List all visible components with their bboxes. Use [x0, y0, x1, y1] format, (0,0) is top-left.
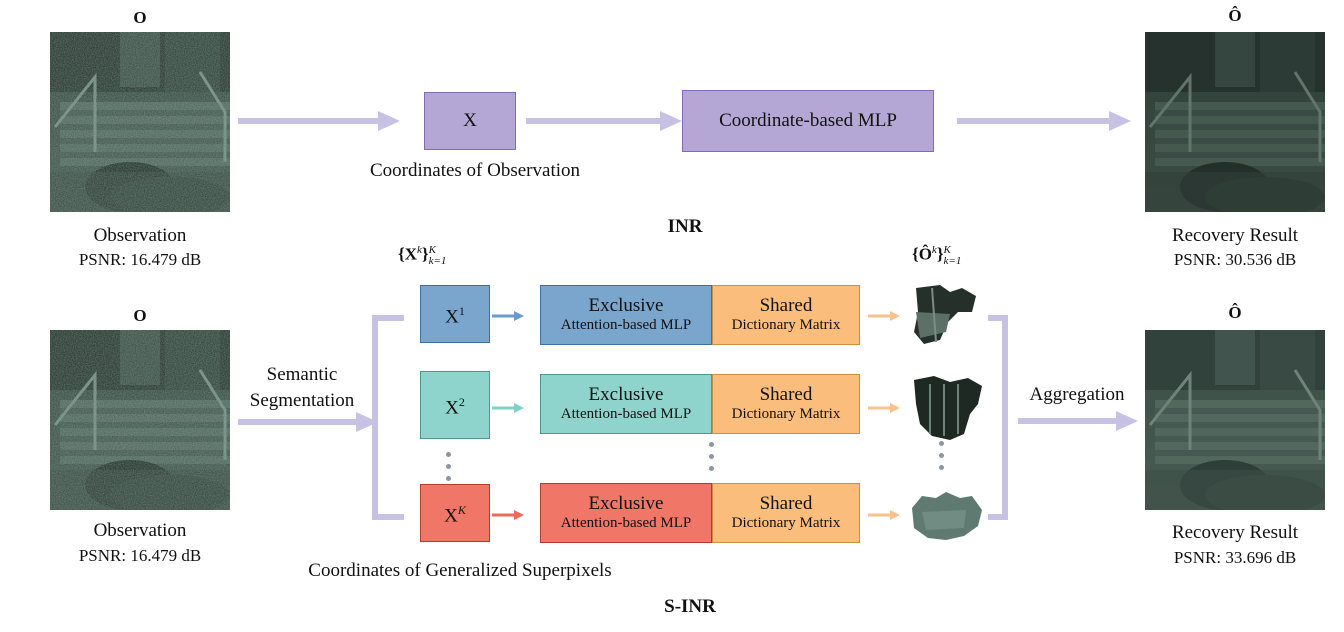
result-symbol-top: Ô: [1228, 6, 1242, 25]
result-psnr-top: PSNR: 30.536 dB: [1173, 250, 1297, 269]
arrow-aggregation-head: [1116, 411, 1138, 431]
arrow-x-to-mlp-head: [660, 111, 682, 131]
observation-psnr-bottom: PSNR: 16.479 dB: [78, 546, 202, 565]
output-piece-2: [914, 376, 982, 440]
observation-symbol-bottom: O: [133, 306, 147, 325]
arrow-aggregation: [1018, 418, 1118, 424]
ellipsis-dots-x: [446, 452, 452, 488]
observation-psnr-top: PSNR: 16.479 dB: [78, 250, 202, 269]
observation-label-top: Observation: [93, 225, 187, 246]
arrow-obs-to-x-head: [378, 111, 400, 131]
coordinates-x-label: X: [463, 110, 477, 131]
output-piece-k: [912, 492, 982, 540]
observation-image-bottom: [50, 330, 230, 510]
coordinates-x-box: X: [424, 92, 516, 150]
observation-image-top: [50, 32, 230, 212]
bracket-left: [372, 315, 378, 520]
result-label-bottom: Recovery Result: [1171, 522, 1299, 543]
coordinate-mlp-box: Coordinate-based MLP: [682, 90, 934, 152]
coordinate-mlp-label: Coordinate-based MLP: [719, 110, 897, 131]
arrow-obs-to-x: [238, 118, 378, 124]
observation-label-bottom: Observation: [93, 520, 187, 541]
bracket-right: [1002, 315, 1008, 520]
arrow-mlp-to-result-head: [1109, 111, 1131, 131]
output-piece-1: [914, 285, 976, 344]
observation-symbol-top: O: [133, 8, 147, 27]
segmentation-label-line2: Segmentation: [249, 390, 355, 411]
arrow-mlp-to-result: [957, 118, 1109, 124]
arrow-seg-head: [356, 412, 378, 432]
superpixel-caption: Coordinates of Generalized Superpixels: [308, 560, 612, 581]
segmentation-label-line1: Semantic: [266, 364, 338, 385]
result-psnr-bottom: PSNR: 33.696 dB: [1173, 548, 1297, 567]
result-symbol-bottom: Ô: [1228, 303, 1242, 322]
result-label-top: Recovery Result: [1171, 225, 1299, 246]
inr-section-title: INR: [667, 216, 703, 237]
branch-k-x-box: XK: [420, 484, 490, 542]
aggregation-label: Aggregation: [1029, 384, 1125, 405]
recovery-image-top: [1145, 32, 1325, 212]
branch-1-x-box: X1: [420, 285, 490, 343]
ellipsis-dots-outputs: [939, 441, 945, 477]
coordinates-caption: Coordinates of Observation: [369, 160, 580, 181]
sinr-section-title: S-INR: [664, 596, 716, 617]
ellipsis-dots-mlp: [709, 442, 715, 478]
arrow-seg: [238, 419, 358, 425]
branch-2-x-box: X2: [420, 371, 490, 439]
recovery-image-bottom: [1145, 330, 1325, 510]
arrow-x-to-mlp: [526, 118, 660, 124]
